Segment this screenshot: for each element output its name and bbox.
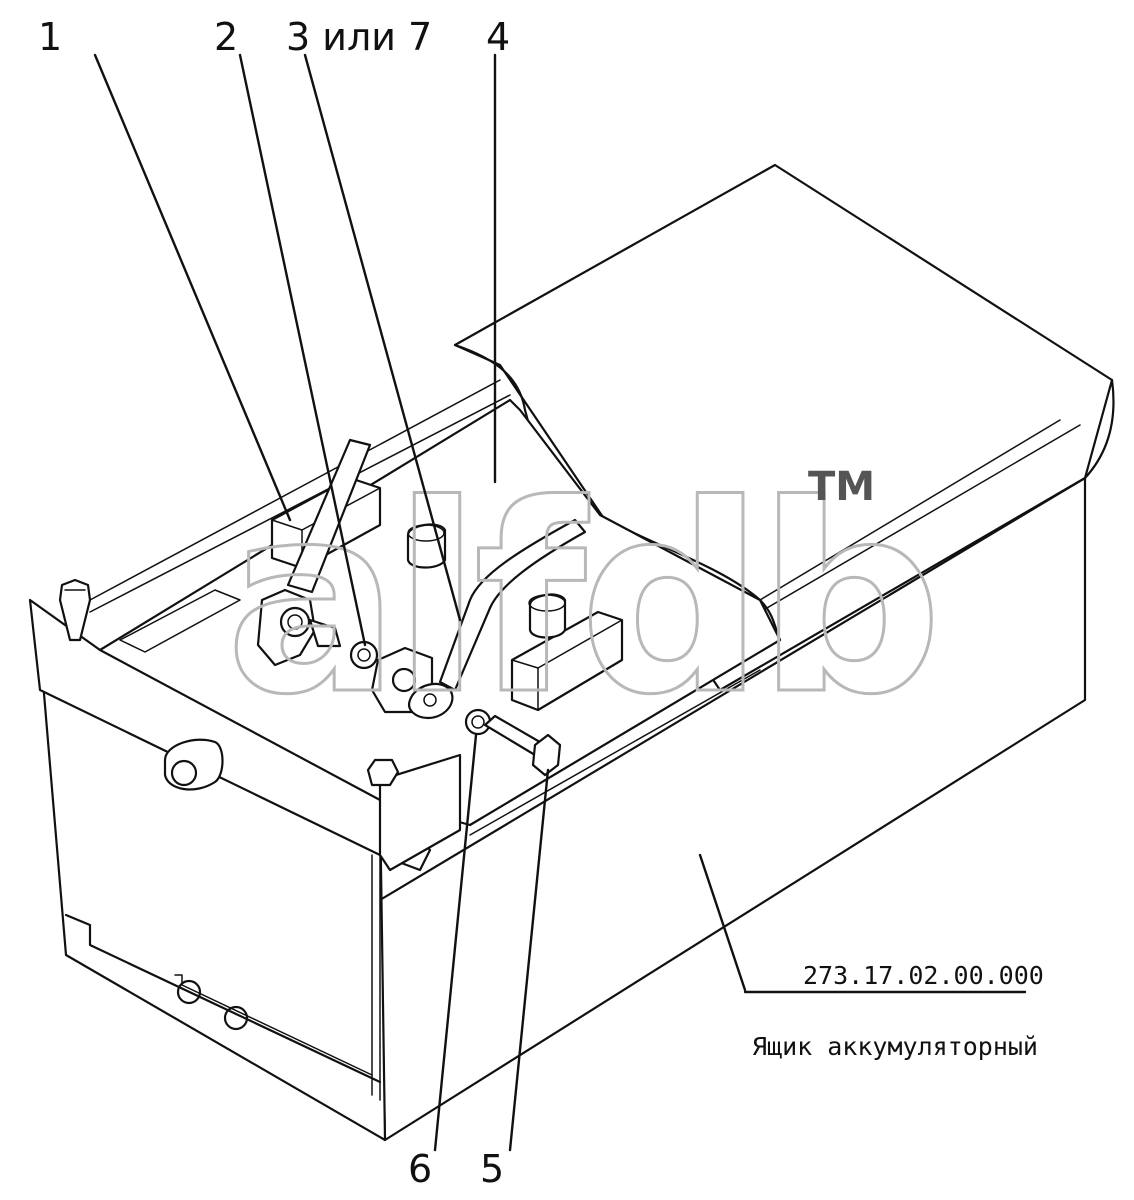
leader-6 — [433, 733, 478, 1152]
box-front-step-inner — [174, 974, 373, 1076]
drain-hole-1 — [176, 979, 202, 1005]
cable-lug — [408, 682, 454, 720]
lid-front-edge — [1083, 378, 1115, 480]
terminal-bolt — [308, 618, 342, 648]
box-corner-bracket — [378, 753, 462, 872]
leader-5 — [508, 768, 550, 1152]
callout-2: 2 — [214, 15, 238, 59]
battery-lead-strap — [286, 438, 372, 594]
watermark-logo: alfdb — [225, 450, 935, 752]
callout-3: 3 или 7 — [286, 15, 432, 59]
leader-2 — [238, 53, 367, 647]
leader-box — [698, 853, 747, 992]
callout-5: 5 — [480, 1147, 504, 1191]
terminal-cap-2 — [528, 593, 567, 639]
assembly-name: Ящик аккумуляторный — [752, 1032, 1038, 1061]
box-corner-bolt — [366, 758, 400, 787]
leader-3 — [303, 53, 462, 622]
callout-1: 1 — [38, 15, 62, 59]
box-front-lip — [28, 598, 432, 872]
rail-plate — [119, 589, 241, 653]
callout-4: 4 — [486, 15, 510, 59]
callout-6: 6 — [408, 1147, 432, 1191]
cable — [438, 518, 587, 692]
drain-hole-2 — [223, 1005, 249, 1031]
leader-1 — [93, 53, 292, 522]
assembly-code: 273.17.02.00.000 — [803, 961, 1044, 990]
watermark-tm: TM — [808, 464, 875, 510]
box-front-step — [64, 913, 382, 1084]
box-top-bolt-left — [58, 578, 92, 642]
